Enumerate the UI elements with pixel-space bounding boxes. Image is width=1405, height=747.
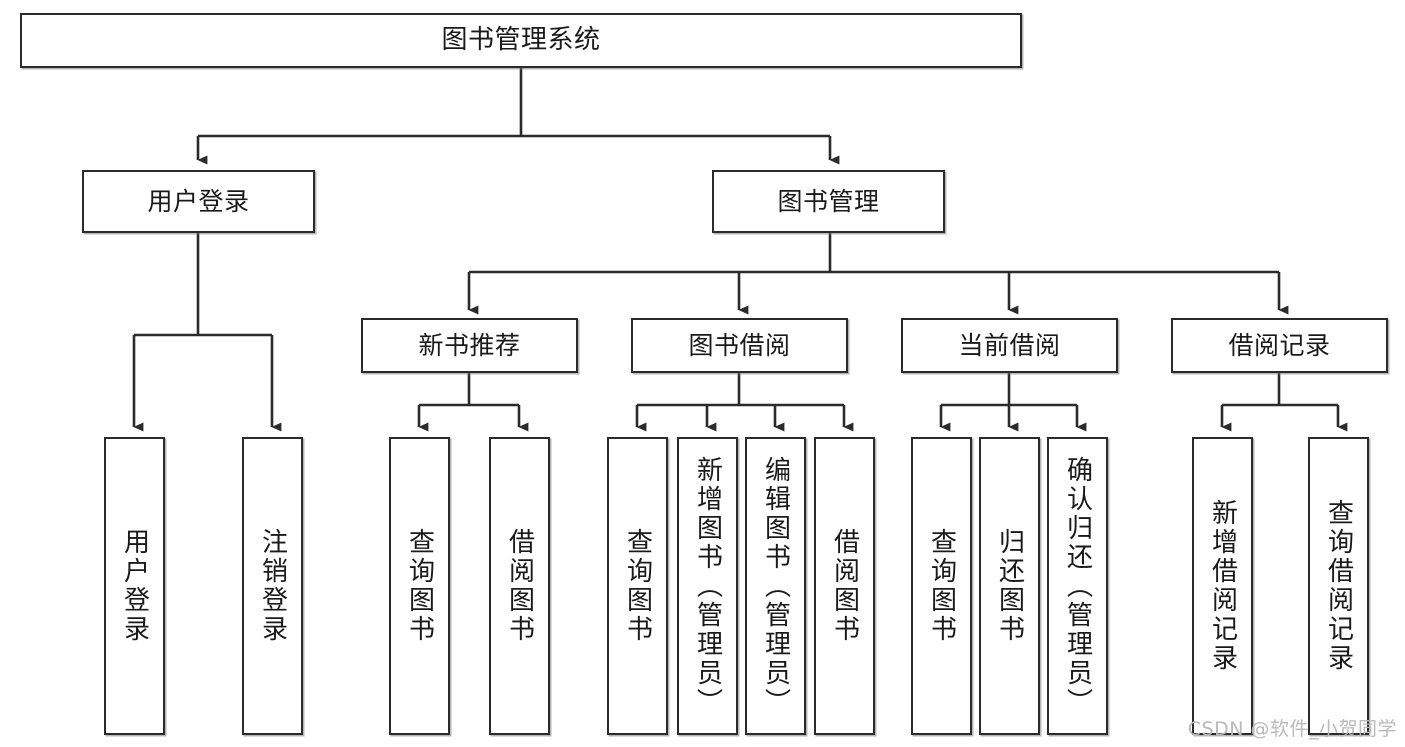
node-leaf-user-logout[interactable]: 注销登录 [242, 437, 303, 735]
node-user-login[interactable]: 用户登录 [82, 170, 315, 233]
node-leaf-query-book-1[interactable]: 查询图书 [389, 437, 450, 735]
node-current-borrow[interactable]: 当前借阅 [901, 318, 1118, 373]
node-leaf-query-book-1-label: 查询图书 [404, 528, 435, 644]
node-leaf-query-book-3[interactable]: 查询图书 [911, 437, 972, 735]
node-leaf-query-book-2[interactable]: 查询图书 [607, 437, 668, 735]
node-leaf-query-book-2-label: 查询图书 [622, 528, 653, 644]
node-leaf-add-book[interactable]: 新增图书（管理员） [677, 437, 738, 735]
node-leaf-query-record[interactable]: 查询借阅记录 [1308, 437, 1369, 735]
node-book-manage[interactable]: 图书管理 [712, 170, 945, 233]
node-leaf-edit-book-label: 编辑图书（管理员） [760, 455, 791, 717]
node-leaf-query-book-3-label: 查询图书 [926, 528, 957, 644]
node-leaf-user-logout-label: 注销登录 [257, 528, 288, 644]
node-leaf-confirm-return-label: 确认归还（管理员） [1062, 455, 1093, 717]
node-user-login-label: 用户登录 [147, 186, 250, 216]
node-leaf-borrow-book-2-label: 借阅图书 [829, 528, 860, 644]
node-root[interactable]: 图书管理系统 [20, 13, 1022, 68]
node-leaf-borrow-book-1[interactable]: 借阅图书 [489, 437, 550, 735]
node-leaf-borrow-book-2[interactable]: 借阅图书 [814, 437, 875, 735]
node-leaf-add-record[interactable]: 新增借阅记录 [1192, 437, 1253, 735]
node-new-book-recommend[interactable]: 新书推荐 [361, 318, 578, 373]
node-leaf-query-record-label: 查询借阅记录 [1323, 499, 1354, 673]
node-book-borrow-label: 图书借阅 [688, 330, 791, 360]
node-current-borrow-label: 当前借阅 [958, 330, 1061, 360]
node-leaf-add-record-label: 新增借阅记录 [1207, 499, 1238, 673]
node-leaf-borrow-book-1-label: 借阅图书 [504, 528, 535, 644]
node-borrow-record[interactable]: 借阅记录 [1171, 318, 1388, 373]
node-leaf-add-book-label: 新增图书（管理员） [692, 455, 723, 717]
node-leaf-return-book-label: 归还图书 [994, 528, 1025, 644]
node-book-manage-label: 图书管理 [777, 186, 880, 216]
csdn-watermark: CSDN @软件_小贺同学 [1187, 718, 1397, 740]
node-book-borrow[interactable]: 图书借阅 [631, 318, 848, 373]
node-root-label: 图书管理系统 [441, 25, 601, 56]
node-leaf-user-login[interactable]: 用户登录 [104, 437, 165, 735]
node-leaf-confirm-return[interactable]: 确认归还（管理员） [1047, 437, 1108, 735]
node-leaf-user-login-label: 用户登录 [119, 528, 150, 644]
node-new-book-recommend-label: 新书推荐 [418, 330, 521, 360]
node-borrow-record-label: 借阅记录 [1228, 330, 1331, 360]
node-leaf-return-book[interactable]: 归还图书 [979, 437, 1040, 735]
node-leaf-edit-book[interactable]: 编辑图书（管理员） [745, 437, 806, 735]
